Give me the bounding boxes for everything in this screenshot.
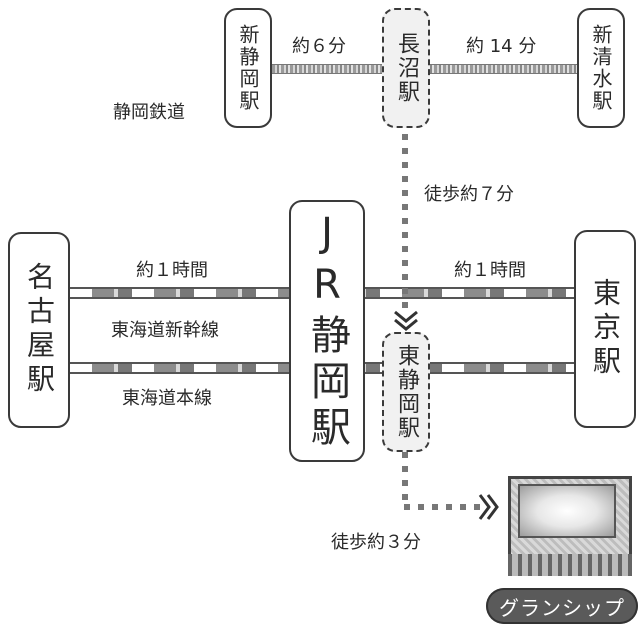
walk-time-higashishizuoka: 徒歩約３分 — [331, 532, 421, 553]
station-tokyo: 東京駅 — [574, 230, 636, 428]
station-name: 東京駅 — [589, 278, 622, 380]
station-name: JR静岡駅 — [304, 210, 350, 452]
station-higashi-shizuoka: 東静岡駅 — [382, 332, 430, 452]
walk-time-naganuma: 徒歩約７分 — [424, 184, 514, 205]
station-nagoya: 名古屋駅 — [8, 232, 70, 428]
station-name: 新静岡駅 — [236, 24, 260, 112]
walk-route-to-granship — [404, 504, 482, 510]
time-nagoya-shizuoka: 約１時間 — [136, 260, 208, 281]
railway-label: 静岡鉄道 — [113, 102, 185, 123]
station-shin-shizuoka: 新静岡駅 — [224, 8, 272, 128]
station-name: 名古屋駅 — [23, 262, 56, 398]
double-chevron-right-icon — [478, 494, 499, 520]
station-name: 新清水駅 — [589, 24, 613, 112]
destination-label: グランシップ — [486, 588, 638, 624]
time-naganuma-shinshimizu: 約 14 分 — [466, 36, 537, 57]
walk-route-naganuma — [402, 134, 408, 312]
double-chevron-down-icon — [394, 310, 418, 331]
time-shizuoka-tokyo: 約１時間 — [454, 260, 526, 281]
line-shinkansen: 東海道新幹線 — [111, 320, 219, 341]
line-honsen: 東海道本線 — [122, 388, 212, 409]
granship-building-illustration — [508, 476, 632, 576]
time-shinshizuoka-naganuma: 約６分 — [292, 36, 346, 57]
station-naganuma: 長沼駅 — [382, 8, 430, 128]
station-name: 東静岡駅 — [394, 344, 419, 440]
walk-route-higashishizuoka — [402, 452, 408, 508]
station-shin-shimizu: 新清水駅 — [577, 8, 625, 128]
station-name: 長沼駅 — [394, 32, 419, 104]
station-jr-shizuoka: JR静岡駅 — [289, 200, 365, 462]
